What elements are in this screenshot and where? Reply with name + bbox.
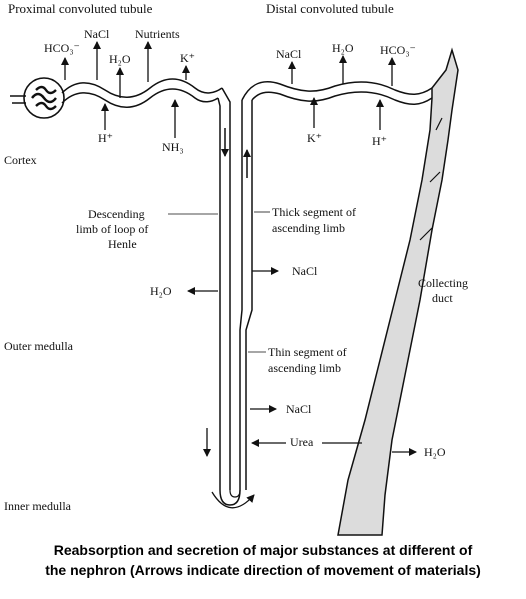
collecting-duct-branches [419,117,443,241]
glomerulus [10,77,65,119]
label-distal-k: K⁺ [307,131,322,145]
label-distal-hco3: HCO₃⁻ [380,43,416,57]
descending-limb [217,87,231,490]
distal-convoluted-tubule [241,80,433,105]
caption-line-1: Reabsorption and secretion of major subs… [53,542,473,558]
tubule-flow-arrows [203,128,255,509]
label-proximal-h: H⁺ [98,131,113,145]
label-proximal-k: K⁺ [180,51,195,65]
label-thick-1: Thick segment of [272,205,356,219]
label-proximal-hco3: HCO₃⁻ [44,41,80,55]
loop-of-henle-bend [219,489,241,506]
label-nacl-upper: NaCl [292,264,318,278]
label-thin-2: ascending limb [268,361,341,375]
urea-label-backdrop [286,434,322,448]
distal-tubule-title: Distal convoluted tubule [266,1,394,16]
proximal-convoluted-tubule [61,78,223,108]
label-distal-h2o: H₂O [332,41,354,55]
label-proximal-nh3: NH₃ [162,140,184,154]
label-distal-nacl: NaCl [276,47,302,61]
label-distal-h: H⁺ [372,134,387,148]
label-proximal-nutrients: Nutrients [135,27,180,41]
caption-line-2: the nephron (Arrows indicate direction o… [45,562,481,578]
collecting-duct [337,47,459,536]
label-descending-3: Henle [108,237,137,251]
proximal-arrows [61,41,190,138]
label-nacl-lower: NaCl [286,402,312,416]
label-urea: Urea [290,435,314,449]
label-proximal-h2o: H₂O [109,52,131,66]
label-thin-1: Thin segment of [268,345,347,359]
region-inner-medulla: Inner medulla [4,499,72,513]
region-outer-medulla: Outer medulla [4,339,74,353]
proximal-tubule-title: Proximal convoluted tubule [8,1,153,16]
label-thick-2: ascending limb [272,221,345,235]
nephron-diagram: Proximal convoluted tubule Distal convol… [4,1,468,536]
region-cortex: Cortex [4,153,37,167]
label-descending-1: Descending [88,207,145,221]
ascending-limb [239,100,253,490]
figure-caption: Reabsorption and secretion of major subs… [0,540,526,580]
label-collecting-2: duct [432,291,453,305]
label-collecting-1: Collecting [418,276,468,290]
label-proximal-nacl: NaCl [84,27,110,41]
label-descending-2: limb of loop of [76,222,148,236]
label-h2o-left: H₂O [150,284,172,298]
label-h2o-right: H₂O [424,445,446,459]
distal-arrows [288,55,396,130]
